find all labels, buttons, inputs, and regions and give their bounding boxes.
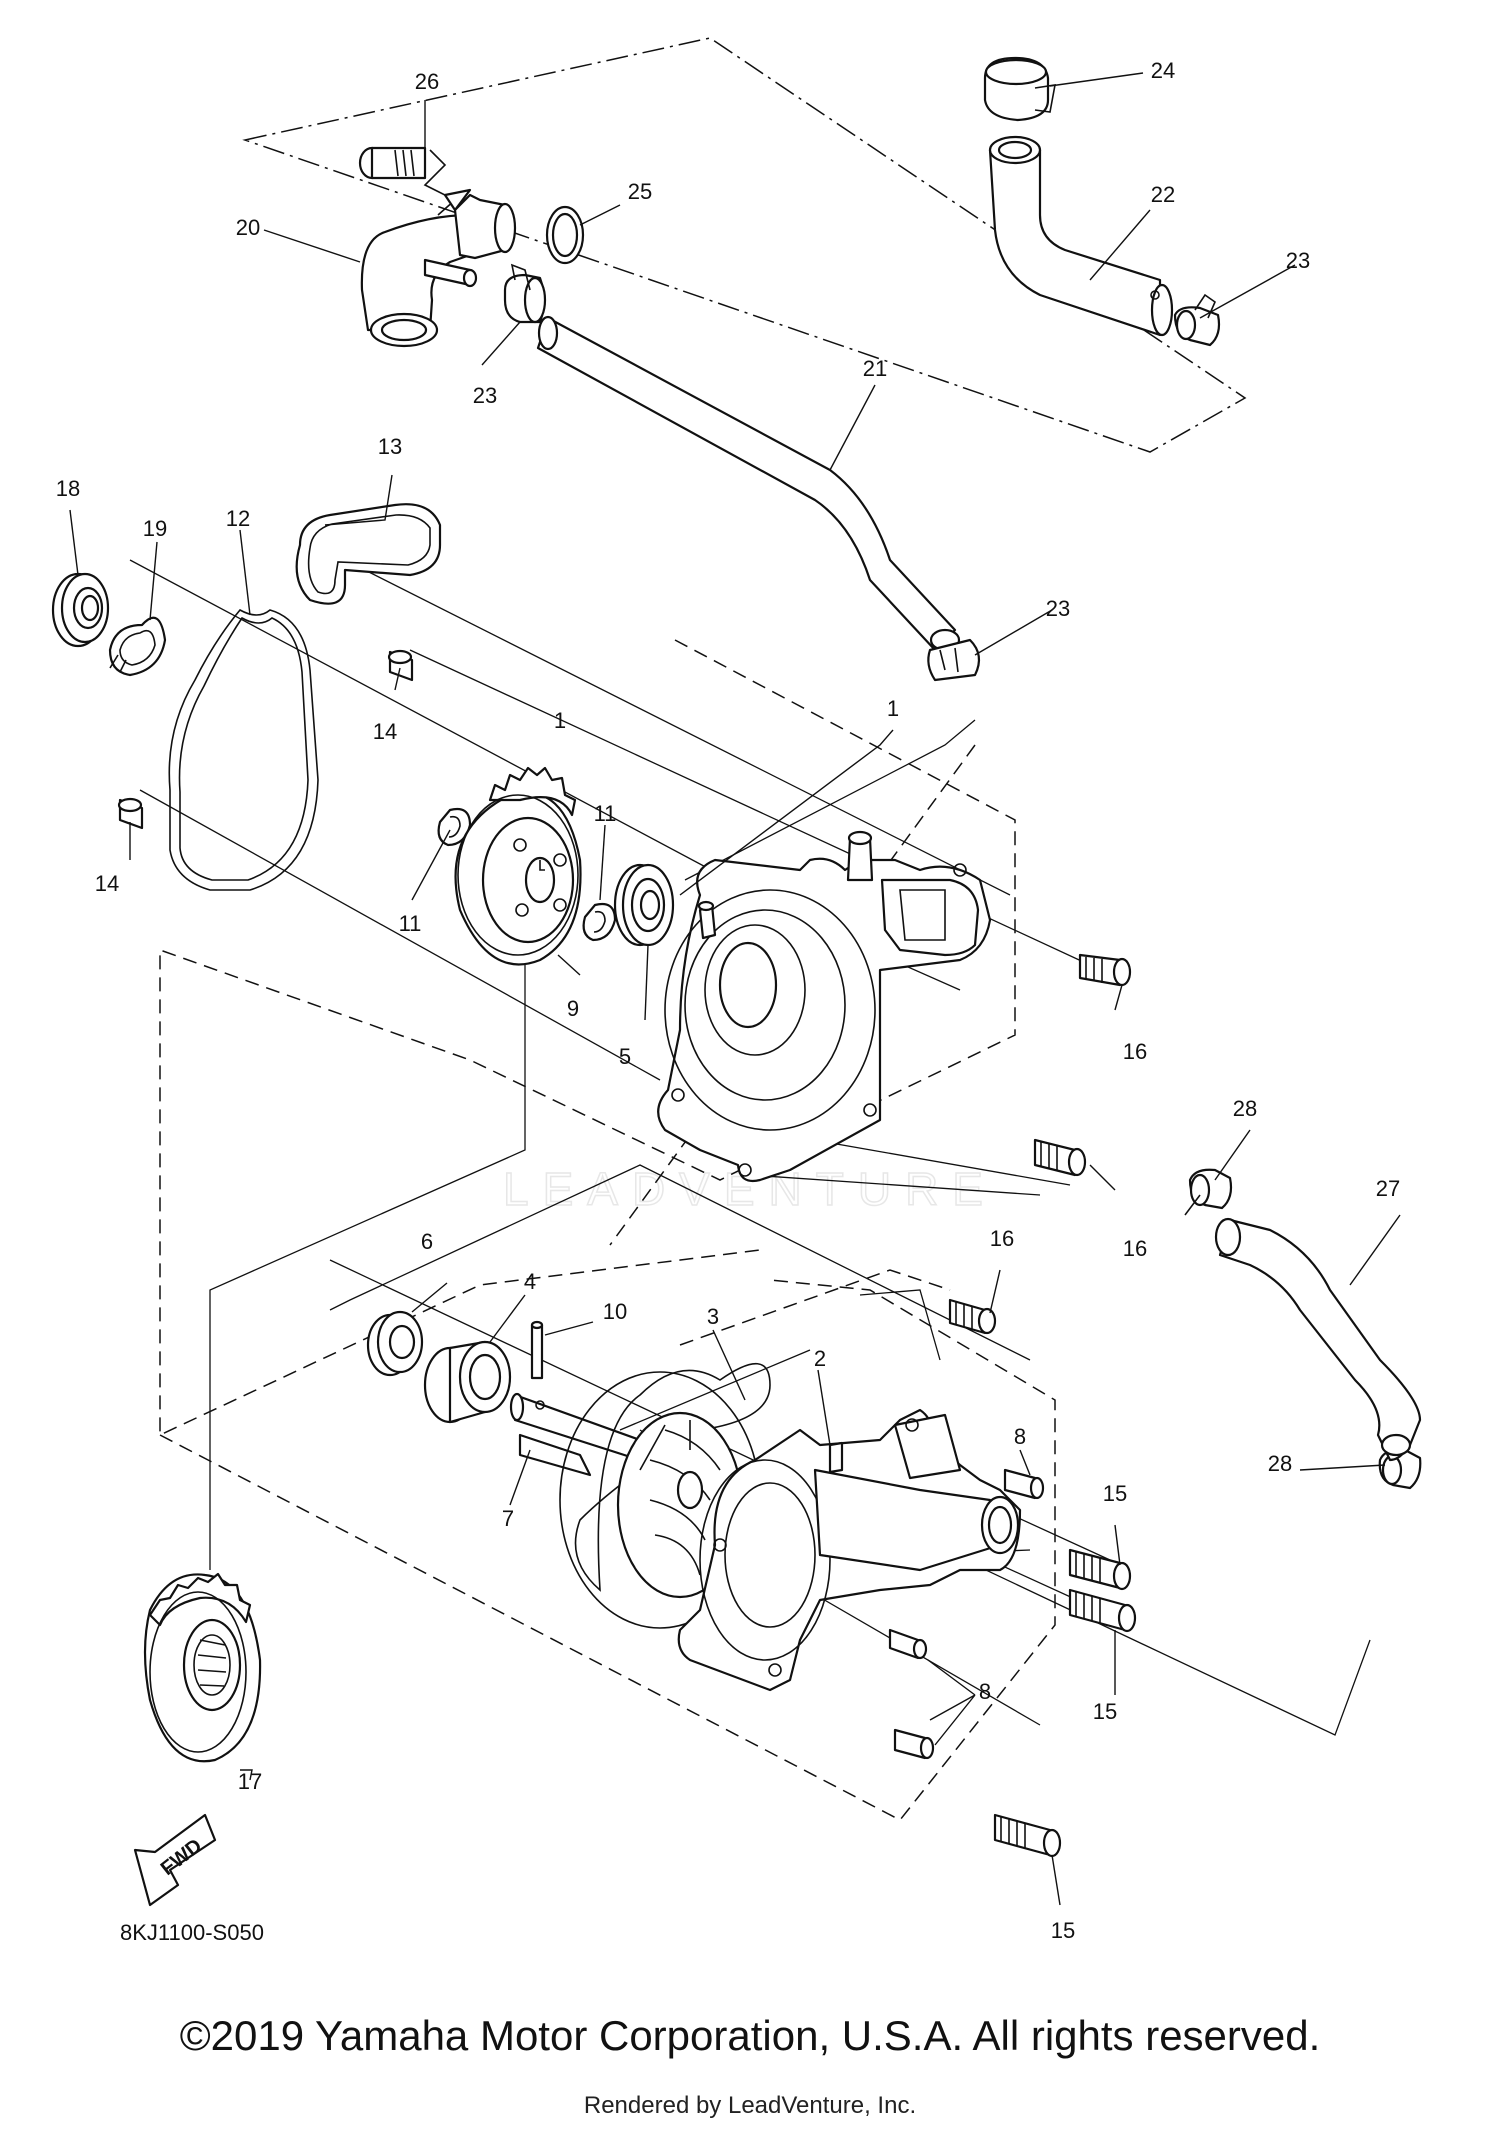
part-12-o-ring[interactable]: [168, 608, 319, 891]
part-22-bent-hose[interactable]: [988, 135, 1174, 337]
part-16-bolt[interactable]: [1078, 953, 1132, 987]
part-25-o-ring[interactable]: [545, 205, 585, 265]
group-outline-hoses: [242, 37, 1247, 453]
part-label-23: 23: [1046, 596, 1070, 621]
part-label-8: 8: [1014, 1424, 1026, 1449]
part-17-drive-gear[interactable]: [143, 1572, 262, 1763]
part-label-12: 12: [226, 506, 250, 531]
guide-line: [859, 1289, 941, 1361]
part-label-3: 3: [707, 1304, 719, 1329]
part-label-15: 15: [1051, 1918, 1075, 1943]
part-label-13: 13: [378, 434, 402, 459]
part-label-28: 28: [1233, 1096, 1257, 1121]
guide-line: [329, 1164, 1031, 1361]
part-label-23: 23: [1286, 248, 1310, 273]
guide-line: [749, 1174, 1041, 1196]
guide-line: [129, 559, 731, 881]
part-24-hose-clamp[interactable]: [983, 56, 1056, 122]
part-19-circlip[interactable]: [108, 616, 167, 677]
part-6-oil-seal[interactable]: [366, 1310, 424, 1377]
guide-line: [344, 559, 1011, 896]
part-14-dowel-pin[interactable]: [387, 649, 414, 682]
part-label-22: 22: [1151, 182, 1175, 207]
rendered-by-notice: Rendered by LeadVenture, Inc.: [583, 2092, 917, 2119]
part-8-bolt[interactable]: [1003, 1468, 1045, 1500]
part-label-9: 9: [567, 996, 579, 1021]
part-label-16: 16: [1123, 1236, 1147, 1261]
part-label-20: 20: [236, 215, 260, 240]
part-label-11: 11: [594, 801, 617, 826]
part-10-pin[interactable]: [530, 1320, 544, 1380]
part-label-26: 26: [415, 69, 439, 94]
part-label-2: 2: [814, 1346, 826, 1371]
part-28-hose-clamp[interactable]: [1184, 1168, 1233, 1216]
guide-line: [209, 925, 526, 1570]
part-label-24: 24: [1151, 58, 1175, 83]
drawing-code: 8KJ1100-S050: [120, 1920, 264, 1945]
part-26-bolt[interactable]: [358, 146, 457, 216]
part-20-outlet-pipe[interactable]: [360, 188, 517, 348]
part-label-25: 25: [628, 179, 652, 204]
guide-line: [619, 1349, 811, 1431]
part-label-14: 14: [95, 871, 119, 896]
part-8-bolt[interactable]: [893, 1728, 935, 1760]
part-11-circlip[interactable]: [582, 902, 617, 942]
part-label-17: 17: [238, 1769, 262, 1794]
part-label-15: 15: [1093, 1699, 1117, 1724]
part-labels: 1 1 2 3 4 5 6 7 8 8 9 10 11 11 12 13 14 …: [56, 58, 1400, 1943]
part-18-bearing[interactable]: [51, 572, 110, 648]
guide-line: [139, 789, 661, 1081]
part-label-16: 16: [1123, 1039, 1147, 1064]
part-label-16: 16: [990, 1226, 1014, 1251]
part-label-19: 19: [143, 516, 167, 541]
part-label-7: 7: [502, 1506, 514, 1531]
group-outline-housing: [159, 1279, 1056, 1821]
group-outline-pump: [679, 1269, 951, 1346]
group-outline-cover: [159, 639, 1016, 1437]
part-label-14: 14: [373, 719, 397, 744]
part-23-hose-clamp[interactable]: [927, 638, 981, 682]
part-label-1: 1: [887, 696, 899, 721]
part-label-4: 4: [524, 1269, 536, 1294]
part-27-hose[interactable]: [1214, 1217, 1422, 1462]
part-label-18: 18: [56, 476, 80, 501]
part-9-gear[interactable]: [454, 766, 582, 966]
part-8-bolt[interactable]: [888, 1628, 928, 1660]
part-label-6: 6: [421, 1229, 433, 1254]
part-21-long-hose[interactable]: [536, 315, 961, 652]
part-16-bolt[interactable]: [1033, 1138, 1087, 1177]
part-label-15: 15: [1103, 1481, 1127, 1506]
part-15-bolt[interactable]: [993, 1813, 1062, 1858]
part-23-hose-clamp[interactable]: [503, 263, 547, 324]
part-label-5: 5: [619, 1044, 631, 1069]
fwd-arrow-icon: FWD: [133, 1813, 217, 1907]
part-14-dowel-pin[interactable]: [117, 797, 144, 830]
part-5-bearing[interactable]: [613, 863, 675, 947]
part-4-mechanical-seal[interactable]: [423, 1340, 512, 1424]
copyright-notice: ©2019 Yamaha Motor Corporation, U.S.A. A…: [179, 2012, 1321, 2059]
part-label-11: 11: [399, 911, 422, 936]
leader-lines: [69, 72, 1401, 1906]
part-15-bolt[interactable]: [1068, 1548, 1132, 1591]
part-7-impeller-shaft[interactable]: [509, 1392, 642, 1477]
part-2-pump-housing[interactable]: [677, 1408, 1022, 1692]
part-label-23: 23: [473, 383, 497, 408]
part-label-21: 21: [863, 356, 887, 381]
part-label-27: 27: [1376, 1176, 1400, 1201]
part-23-hose-clamp[interactable]: [1173, 293, 1221, 347]
part-1-pump-cover[interactable]: [657, 830, 992, 1183]
part-label-1: 1: [554, 708, 566, 733]
part-15-bolt[interactable]: [1068, 1588, 1137, 1633]
guide-line: [684, 719, 976, 881]
part-13-gasket[interactable]: [295, 503, 442, 605]
part-label-10: 10: [603, 1299, 627, 1324]
part-label-28: 28: [1268, 1451, 1292, 1476]
part-label-8: 8: [979, 1679, 991, 1704]
part-16-bolt[interactable]: [948, 1298, 997, 1335]
